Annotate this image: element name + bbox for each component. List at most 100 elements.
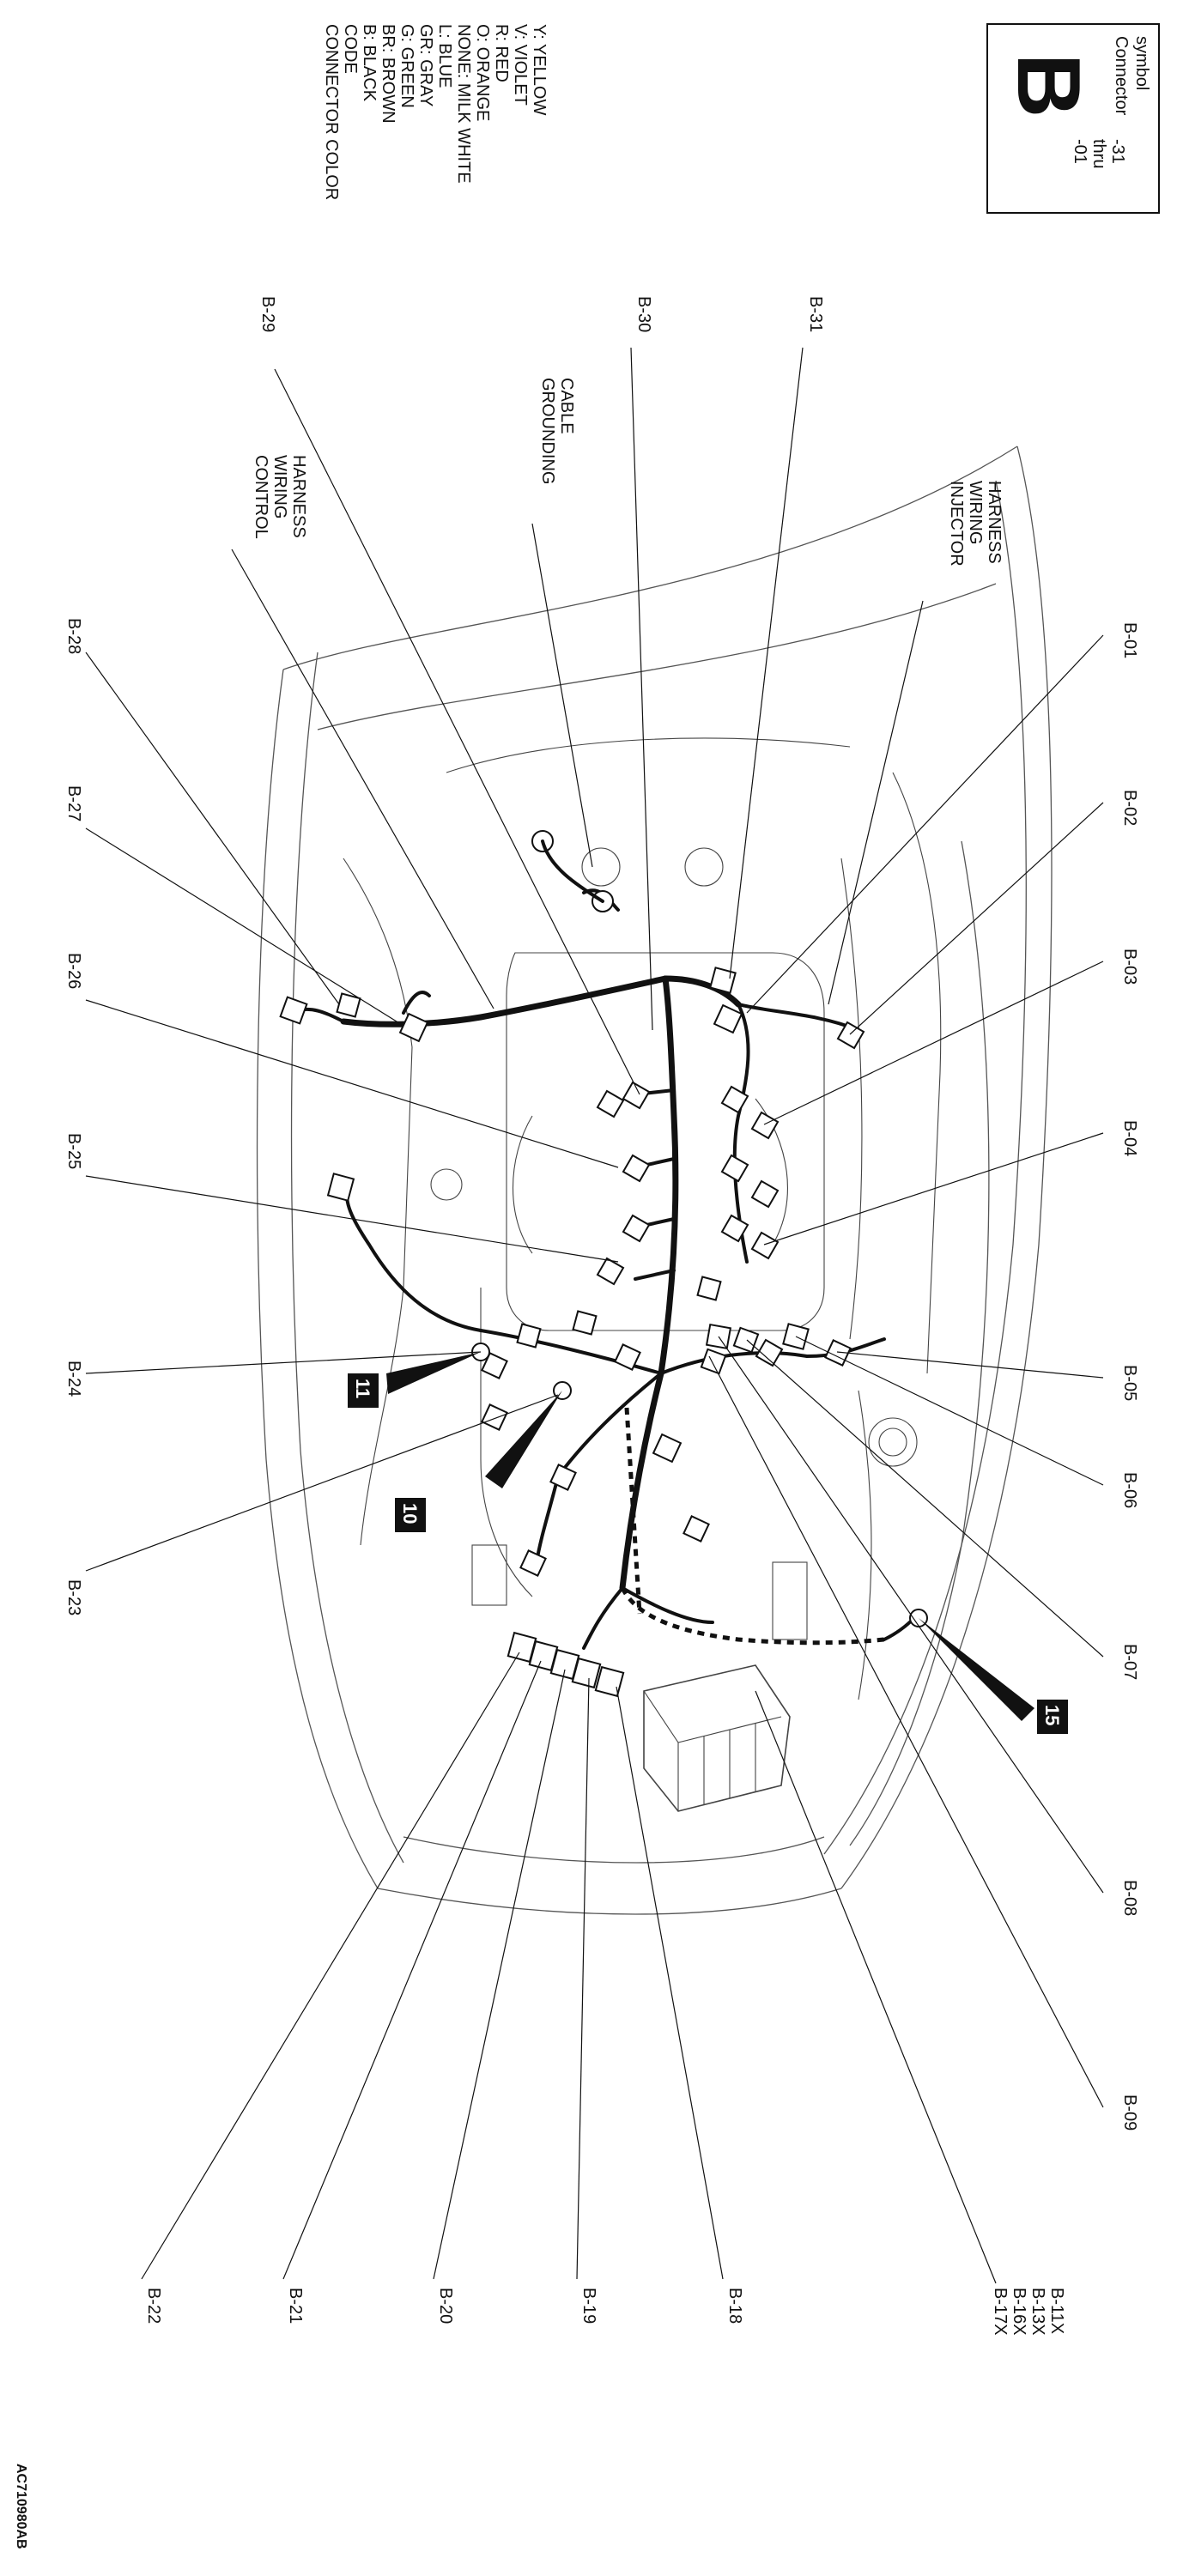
harness-trunk bbox=[290, 888, 920, 1650]
connector-block bbox=[696, 1276, 722, 1301]
connector-block bbox=[720, 1214, 749, 1243]
symbol-range-from: -01 bbox=[1071, 139, 1089, 164]
connector-block bbox=[709, 967, 737, 994]
label-b-03: B-03 bbox=[1120, 949, 1139, 985]
symbol-title-line1: Connector bbox=[1112, 36, 1131, 116]
ground-point-11: 11 bbox=[348, 1352, 481, 1408]
ground-11-label: 11 bbox=[352, 1379, 373, 1398]
connector-block bbox=[750, 1179, 780, 1209]
connector-block bbox=[750, 1111, 780, 1140]
label-b-07: B-07 bbox=[1120, 1644, 1139, 1680]
label-b-24: B-24 bbox=[64, 1361, 83, 1397]
symbol-range-to: -31 bbox=[1108, 139, 1127, 164]
connector-block bbox=[622, 1154, 651, 1183]
connector-block bbox=[720, 1154, 749, 1183]
connector-block bbox=[481, 1352, 508, 1379]
connector-block bbox=[516, 1323, 542, 1349]
connector-block bbox=[720, 1085, 749, 1114]
connector-block bbox=[594, 1665, 625, 1698]
injector-harness-line2: WIRING bbox=[966, 481, 985, 544]
connector-block bbox=[481, 1403, 508, 1431]
label-b-11x: B-11X bbox=[1047, 2288, 1066, 2334]
color-code-line: GR: GRAY bbox=[416, 24, 435, 106]
label-b-17x: B-17X bbox=[991, 2288, 1010, 2336]
connector-block bbox=[279, 996, 308, 1025]
connector-block bbox=[682, 1515, 710, 1543]
connector-block bbox=[622, 1214, 651, 1243]
connector-block bbox=[596, 1089, 625, 1118]
label-b-29: B-29 bbox=[258, 296, 277, 332]
label-b-02: B-02 bbox=[1120, 790, 1139, 826]
connector-block bbox=[700, 1348, 727, 1375]
connector-block bbox=[824, 1339, 852, 1367]
color-code-line: L: BLUE bbox=[435, 24, 454, 88]
color-code-heading-2: CODE bbox=[341, 24, 360, 74]
label-b-27: B-27 bbox=[64, 785, 83, 821]
connector-block bbox=[549, 1464, 577, 1491]
color-code-line: B: BLACK bbox=[360, 24, 379, 102]
connector-block bbox=[519, 1549, 547, 1577]
color-code-line: V: VIOLET bbox=[511, 24, 530, 106]
connector-block bbox=[398, 1012, 429, 1043]
label-b-21: B-21 bbox=[286, 2288, 305, 2324]
connector-block bbox=[622, 1081, 651, 1110]
color-code-heading-1: CONNECTOR COLOR bbox=[322, 24, 341, 200]
ground-15-label: 15 bbox=[1041, 1705, 1063, 1725]
label-b-13x: B-13X bbox=[1028, 2288, 1047, 2336]
color-code-line: R: RED bbox=[492, 24, 511, 82]
label-b-05: B-05 bbox=[1120, 1365, 1139, 1401]
label-b-26: B-26 bbox=[64, 953, 83, 989]
label-b-31: B-31 bbox=[806, 296, 825, 332]
color-code-legend: CONNECTOR COLOR CODE B: BLACK BR: BROWN … bbox=[322, 24, 549, 200]
label-b-16x: B-16X bbox=[1010, 2288, 1028, 2336]
figure-code-text: AC710980AB bbox=[14, 2464, 28, 2549]
ground-10-label: 10 bbox=[399, 1503, 421, 1524]
connector-block bbox=[326, 1173, 355, 1202]
injector-harness-line3: HARNESS bbox=[985, 481, 1004, 564]
color-code-line: BR: BROWN bbox=[379, 24, 397, 124]
color-code-line: NONE: MILK WHITE bbox=[454, 24, 473, 184]
injector-harness-line1: INJECTOR bbox=[947, 481, 966, 567]
symbol-range-word: thru bbox=[1089, 139, 1108, 168]
connector-block bbox=[571, 1657, 602, 1689]
label-b-28: B-28 bbox=[64, 618, 83, 654]
label-b-18: B-18 bbox=[725, 2288, 744, 2324]
grounding-cable-line1: GROUNDING bbox=[538, 378, 557, 484]
label-b-30: B-30 bbox=[634, 296, 653, 332]
connector-block bbox=[836, 1021, 865, 1050]
leader-lines bbox=[85, 347, 1104, 2284]
label-b-25: B-25 bbox=[64, 1133, 83, 1169]
label-b-23: B-23 bbox=[64, 1579, 83, 1615]
ground-point-10: 10 bbox=[395, 1391, 562, 1532]
connector-blocks bbox=[279, 830, 928, 1698]
label-b-22: B-22 bbox=[144, 2288, 163, 2324]
figure-code: AC710980AB bbox=[14, 2464, 28, 2549]
connector-block bbox=[713, 1003, 743, 1034]
label-b-06: B-06 bbox=[1120, 1472, 1139, 1508]
ground-point-15: 15 bbox=[919, 1618, 1068, 1734]
color-code-line: O: ORANGE bbox=[473, 24, 492, 121]
color-code-line: Y: YELLOW bbox=[530, 24, 549, 115]
connector-block bbox=[750, 1231, 780, 1260]
control-harness-line1: CONTROL bbox=[252, 455, 270, 539]
symbol-letter: B bbox=[998, 53, 1098, 118]
connector-block bbox=[572, 1310, 598, 1336]
connector-block bbox=[596, 1257, 625, 1286]
label-b-20: B-20 bbox=[436, 2288, 455, 2324]
grounding-cable-line2: CABLE bbox=[557, 378, 576, 434]
vehicle-body-outline bbox=[256, 445, 1053, 1915]
color-code-line: G: GREEN bbox=[397, 24, 416, 108]
symbol-title-line2: symbol bbox=[1132, 36, 1151, 90]
control-harness-line2: WIRING bbox=[270, 455, 289, 518]
label-b-19: B-19 bbox=[579, 2288, 598, 2324]
connector-block bbox=[755, 1338, 784, 1367]
connector-symbol-box: Connector symbol B -01 thru -31 bbox=[986, 23, 1160, 214]
connector-block bbox=[732, 1326, 760, 1354]
control-harness-line3: HARNESS bbox=[289, 455, 308, 538]
connector-block bbox=[652, 1433, 682, 1464]
label-b-04: B-04 bbox=[1120, 1120, 1139, 1156]
label-b-01: B-01 bbox=[1120, 622, 1139, 658]
battery bbox=[643, 1561, 808, 1812]
